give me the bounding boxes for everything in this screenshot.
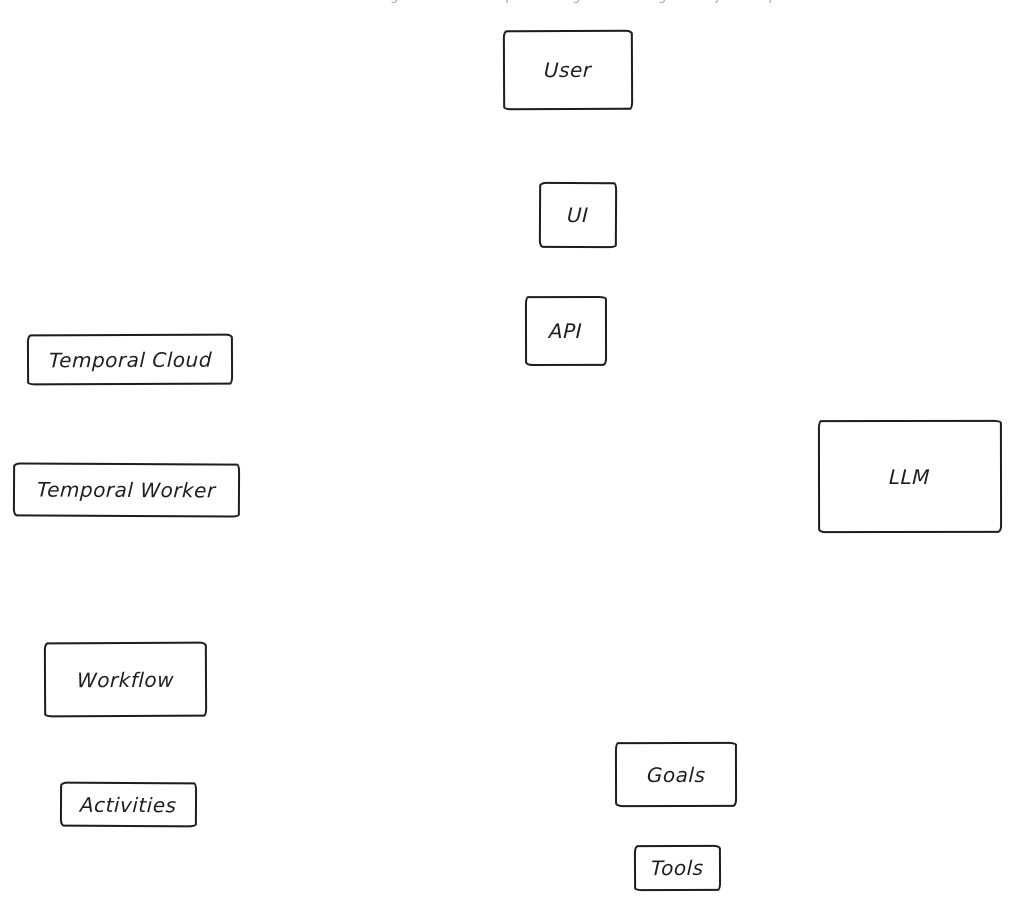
node-label: Temporal Cloud [48,347,212,372]
node-label: Goals [646,762,706,787]
node-label: Temporal Worker [36,477,217,503]
node-label: Workflow [76,667,175,692]
node-activities: Activities [59,781,198,828]
node-label: UI [566,202,590,228]
node-user: User [502,29,634,111]
node-tools: Tools [633,844,722,892]
node-label: Activities [79,792,178,817]
node-temporal-cloud: Temporal Cloud [26,333,234,386]
node-label: API [549,318,583,344]
node-api: API [524,295,608,367]
node-label: Tools [650,855,705,881]
node-ui: UI [538,181,618,249]
node-goals: Goals [614,741,738,808]
node-workflow: Workflow [43,641,208,718]
node-llm: LLM [817,419,1003,534]
cropped-caption-text: hand drawn architecture diagram of the t… [0,0,1015,3]
node-label: User [543,57,593,83]
node-label: LLM [889,464,931,489]
node-temporal-worker: Temporal Worker [12,462,241,518]
